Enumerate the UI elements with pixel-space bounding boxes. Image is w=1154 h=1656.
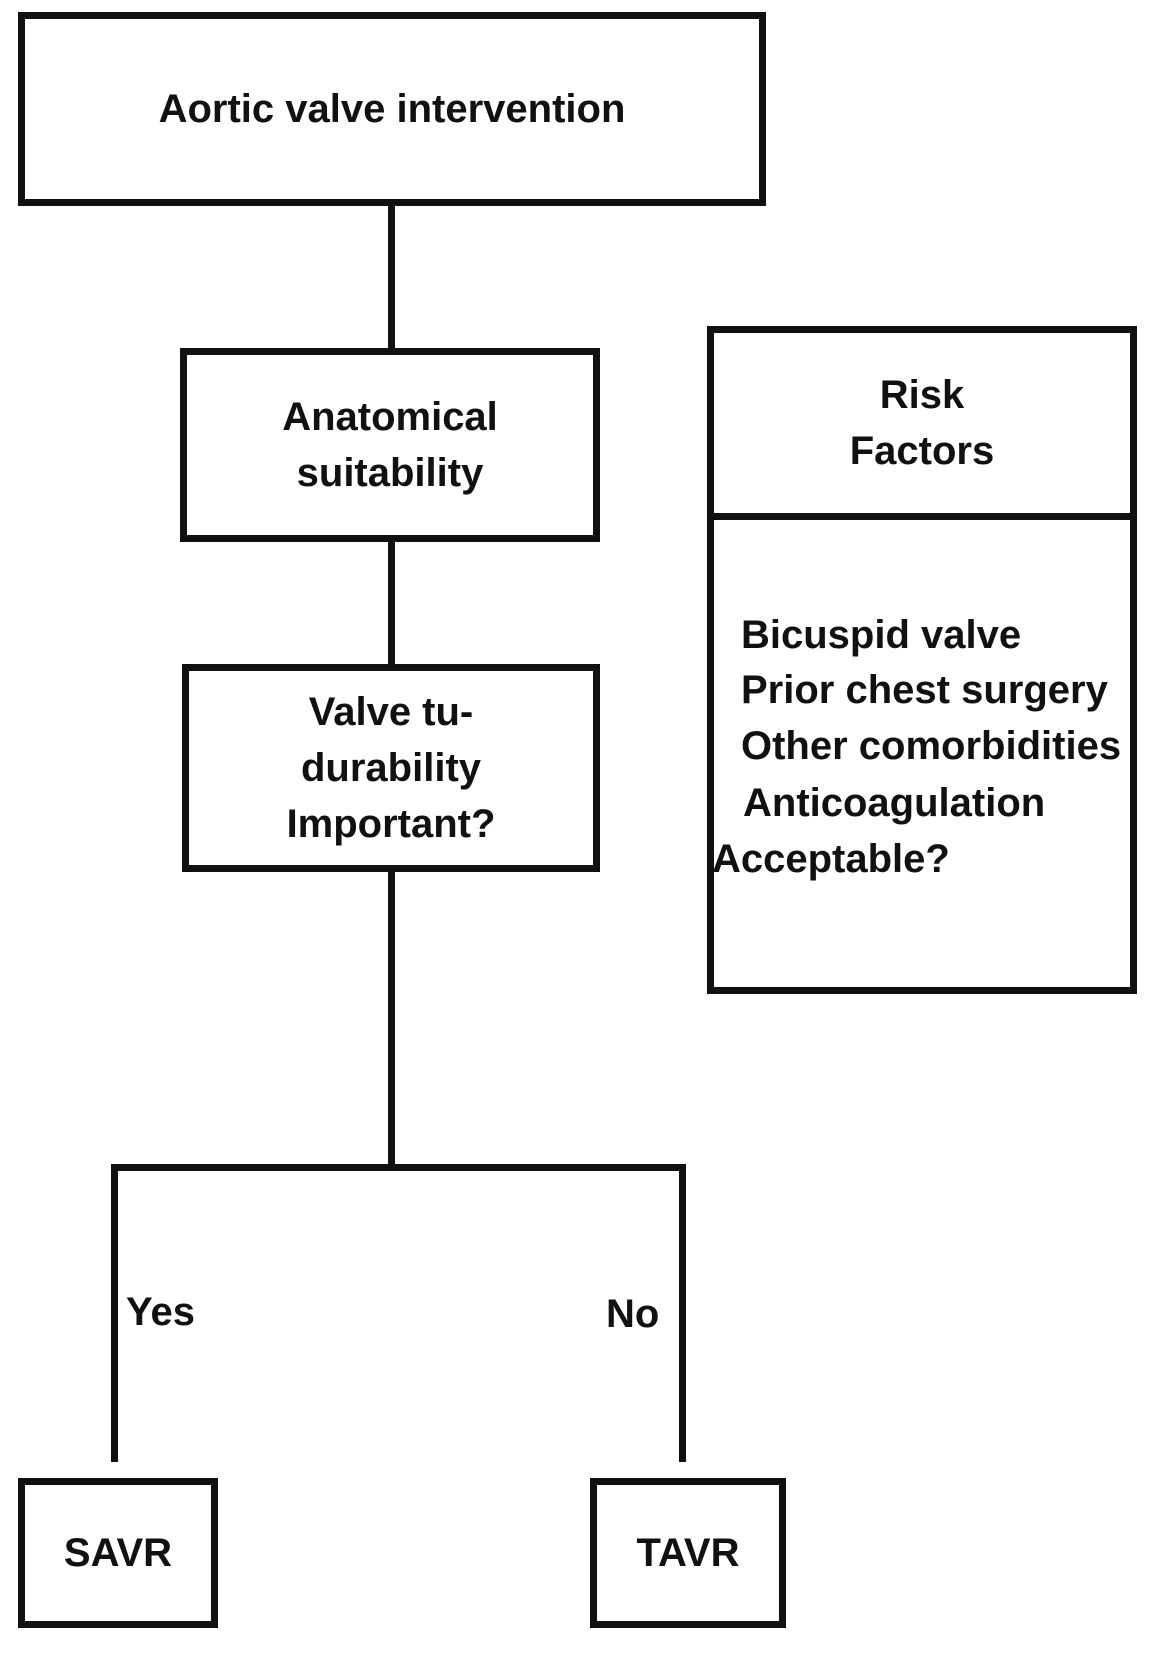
durability-line-3: Important? — [286, 802, 496, 846]
risk-item-anticoagulation: Anticoagulation — [743, 781, 1046, 825]
risk-factors-header: Risk Factors — [714, 333, 1130, 520]
connector-durability-to-branch — [388, 870, 395, 1168]
risk-item-acceptable: Acceptable? — [712, 837, 950, 881]
connector-aortic-to-anatomical — [388, 204, 395, 352]
aortic-valve-intervention-text: Aortic valve intervention — [158, 87, 626, 131]
box-aortic-valve-intervention: Aortic valve intervention — [18, 12, 766, 206]
yes-label: Yes — [126, 1290, 195, 1334]
risk-item-other-comorbidities: Other comorbidities — [741, 724, 1122, 768]
no-label: No — [606, 1292, 660, 1336]
savr-text: SAVR — [63, 1531, 173, 1575]
branch-no-line — [679, 1164, 686, 1462]
durability-line-2: durability — [300, 746, 482, 790]
tavr-text: TAVR — [636, 1531, 740, 1575]
branch-yes-line — [111, 1164, 118, 1462]
box-anatomical-suitability: Anatomical suitability — [180, 348, 600, 542]
connector-anatomical-to-durability — [388, 540, 395, 667]
risk-item-prior-chest-surgery: Prior chest surgery — [741, 668, 1108, 712]
anatomical-line-2: suitability — [296, 451, 484, 495]
risk-item-bicuspid-valve: Bicuspid valve — [741, 613, 1022, 657]
durability-line-1: Valve tu- — [308, 690, 474, 734]
risk-header-line-1: Risk — [879, 373, 965, 417]
box-tavr: TAVR — [590, 1478, 786, 1628]
branch-horizontal-line — [111, 1164, 686, 1171]
box-valve-durability: Valve tu- durability Important? — [182, 664, 600, 872]
risk-header-line-2: Factors — [849, 429, 995, 473]
box-savr: SAVR — [18, 1478, 218, 1628]
risk-factors-box: Risk Factors Bicuspid valve Prior chest … — [707, 326, 1137, 994]
anatomical-line-1: Anatomical — [282, 395, 498, 439]
